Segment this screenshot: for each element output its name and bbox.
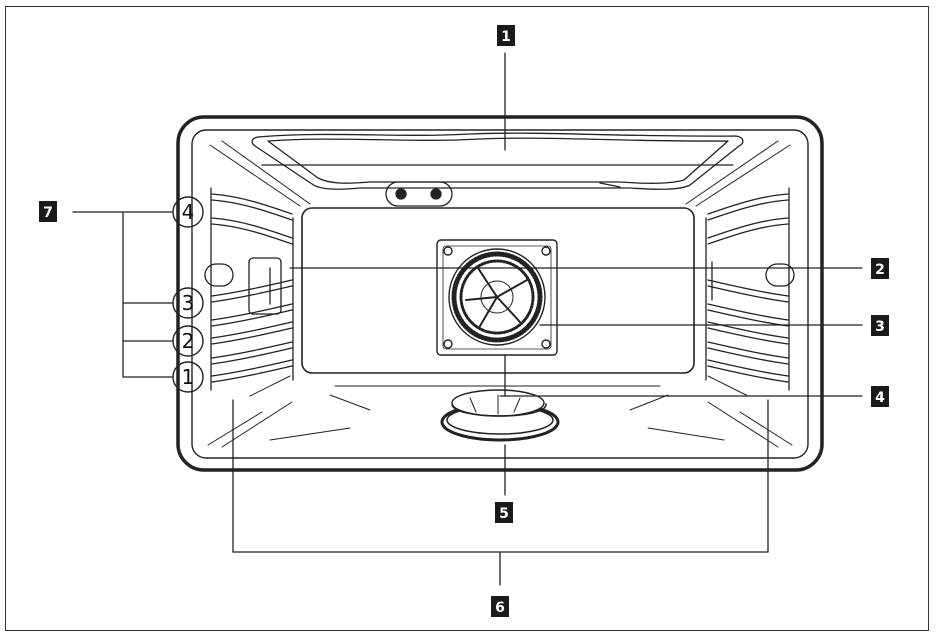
callout-4: 4 xyxy=(871,386,889,407)
shelf-level-2-label: 2 xyxy=(182,329,195,353)
callout-2-label: 2 xyxy=(875,262,885,278)
callout-4-label: 4 xyxy=(875,390,885,406)
callout-1-label: 1 xyxy=(501,29,511,45)
callout-5-label: 5 xyxy=(499,506,509,522)
oven-inner-frame xyxy=(191,129,809,459)
diagram-frame xyxy=(5,6,929,631)
back-wall-panel xyxy=(301,207,695,374)
callout-1: 1 xyxy=(497,25,515,46)
callout-3: 3 xyxy=(871,315,889,336)
right-shelf-supports xyxy=(705,187,795,391)
callout-3-label: 3 xyxy=(875,319,885,335)
callout-6-label: 6 xyxy=(495,600,505,616)
callout-7: 7 xyxy=(39,201,57,222)
bottom-dish xyxy=(440,389,560,442)
fan-cover xyxy=(436,239,558,356)
oven-outer-frame xyxy=(176,115,824,472)
callout-6: 6 xyxy=(491,596,509,617)
callout-7-label: 7 xyxy=(43,205,53,221)
grill-heating-element xyxy=(251,132,744,207)
left-shelf-supports xyxy=(204,187,294,391)
leader-lines xyxy=(72,52,863,586)
callout-5: 5 xyxy=(495,502,513,523)
shelf-level-circles xyxy=(172,196,204,393)
perspective-lines xyxy=(207,140,793,448)
shelf-level-3-label: 3 xyxy=(182,291,195,315)
callout-2: 2 xyxy=(871,258,889,279)
shelf-level-1-label: 1 xyxy=(182,365,195,389)
shelf-level-4-label: 4 xyxy=(182,200,195,224)
